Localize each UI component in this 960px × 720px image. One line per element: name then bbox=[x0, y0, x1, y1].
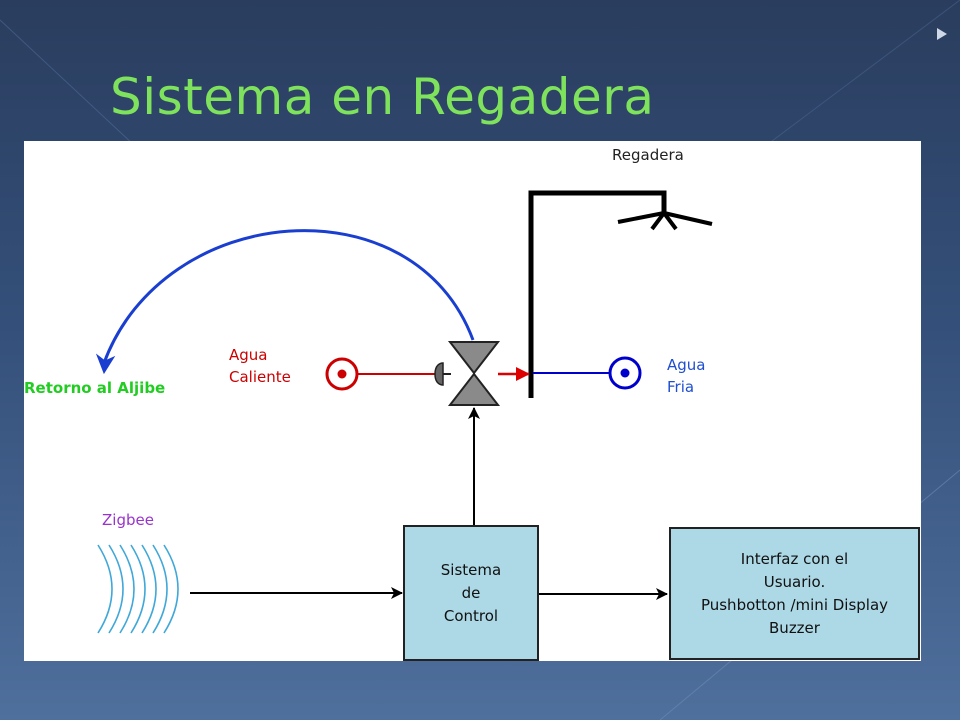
return-arrowhead bbox=[95, 353, 116, 375]
user-interface-box: Interfaz con el Usuario. Pushbotton /min… bbox=[669, 527, 920, 660]
corner-arrow-icon bbox=[937, 28, 947, 40]
return-arc bbox=[102, 229, 475, 364]
shower-pipe bbox=[528, 190, 667, 398]
hot-water-label: Agua Caliente bbox=[229, 344, 291, 388]
user-interface-line: Usuario. bbox=[763, 572, 826, 591]
zigbee-label: Zigbee bbox=[102, 511, 154, 529]
user-interface-line: Buzzer bbox=[769, 618, 820, 637]
slide-title: Sistema en Regadera bbox=[110, 68, 655, 126]
zigbee-waves-icon bbox=[97, 544, 179, 634]
user-interface-line: Pushbotton /mini Display bbox=[700, 595, 889, 614]
control-system-line: Sistema bbox=[440, 560, 502, 579]
cold-water-label-line: Fria bbox=[667, 378, 695, 396]
return-label: Retorno al Aljibe bbox=[24, 379, 166, 397]
shower-head-icon bbox=[617, 211, 713, 231]
hot-water-label-line: Agua bbox=[229, 346, 268, 364]
user-interface-line: Interfaz con el bbox=[740, 549, 849, 568]
control-system-line: Control bbox=[443, 606, 499, 625]
cold-water-label-line: Agua bbox=[667, 356, 706, 374]
cold-water-label: Agua Fria bbox=[667, 354, 705, 398]
hot-water-inlet-icon bbox=[325, 357, 359, 391]
control-system-line: de bbox=[461, 583, 481, 602]
regadera-label: Regadera bbox=[612, 146, 684, 164]
diagram-drawing bbox=[95, 190, 713, 634]
valve-icon bbox=[434, 341, 501, 406]
control-system-box: Sistema de Control bbox=[403, 525, 539, 661]
hot-water-label-line: Caliente bbox=[229, 368, 291, 386]
diagram-canvas: Regadera Agua Caliente Agua Fria Retorno… bbox=[24, 141, 921, 661]
cold-water-inlet-icon bbox=[608, 356, 642, 390]
